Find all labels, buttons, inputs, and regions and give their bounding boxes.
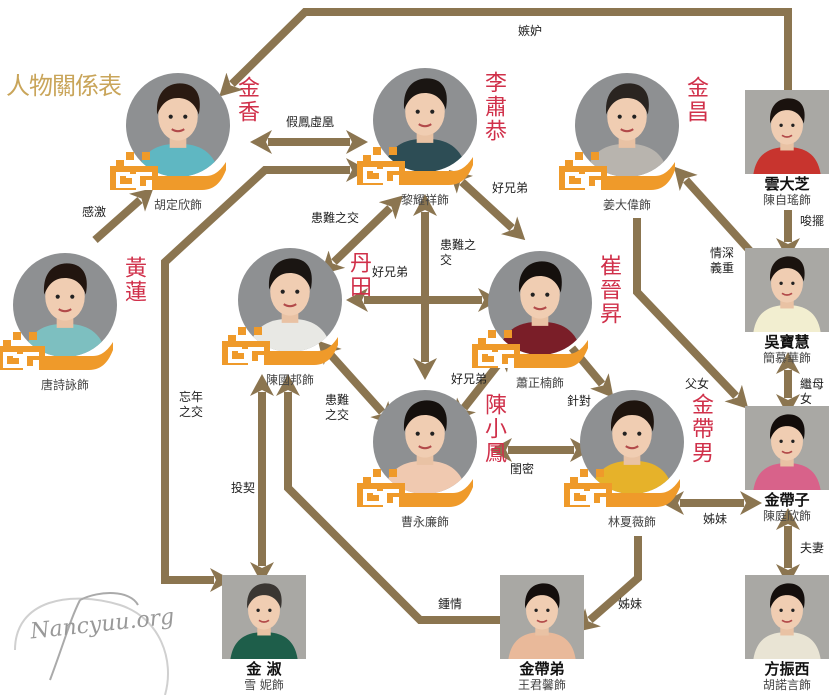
portrait-square — [745, 406, 829, 490]
fret-pattern-base — [472, 330, 588, 368]
portrait-photo — [753, 414, 821, 490]
portrait-photo — [753, 98, 821, 174]
character-name: 金香 — [234, 76, 259, 124]
actor-name: 唐詩詠飾 — [40, 378, 89, 392]
fret-pattern-base — [559, 152, 675, 190]
fret-pattern-base — [564, 469, 680, 507]
character-name: 方振西 — [764, 660, 810, 678]
portrait-photo — [508, 583, 576, 659]
character-cui-jinsheng: 崔晉昇蕭正楠飾 — [470, 228, 621, 393]
actor-name: 黎耀祥飾 — [400, 193, 449, 207]
portrait-square — [745, 90, 829, 174]
arrow-li-cui — [448, 169, 526, 241]
arrow-gratitude — [92, 188, 154, 243]
relation-label-stepmother: 繼母女 — [800, 377, 825, 406]
actor-name: 陳自瑤飾 — [762, 193, 811, 207]
fret-pattern-base — [0, 332, 113, 370]
character-yun-dazhi: 雲大芝陳自瑤飾 — [745, 90, 829, 207]
relation-label-li-cui: 好兄弟 — [492, 181, 529, 195]
arrow-father-daughter — [633, 218, 749, 410]
portrait-photo — [753, 583, 821, 659]
portrait-square — [222, 575, 306, 659]
character-name: 崔晉昇 — [596, 254, 621, 326]
relation-label-father-daughter: 父女 — [685, 377, 710, 391]
portrait-square — [745, 248, 829, 332]
character-name: 金昌 — [683, 76, 708, 124]
relation-label-instigate: 唆擺 — [800, 214, 825, 228]
relation-label-li-chen: 患難之 交 — [440, 238, 477, 267]
portrait-square — [745, 575, 829, 659]
fret-pattern-base — [222, 327, 338, 365]
character-chen-xiaofeng: 陳小鳳曹永廉飾 — [355, 367, 506, 532]
arrow-dan-chen — [317, 340, 395, 426]
chart-title: 人物關係表 — [6, 72, 122, 100]
actor-name: 姜大偉飾 — [602, 198, 651, 212]
character-name: 金帶弟 — [519, 660, 565, 678]
watermark-logo — [14, 592, 169, 695]
relation-label-fake-couple: 假鳳虛凰 — [286, 115, 335, 129]
arrow-sisters-2 — [576, 536, 642, 632]
relation-label-sisters-2: 姊妹 — [618, 597, 643, 611]
relation-label-deep-affection: 情深 義重 — [710, 246, 735, 275]
fret-pattern-base — [110, 152, 226, 190]
actor-name: 蕭正楠飾 — [515, 376, 564, 390]
actor-name: 雪 妮飾 — [244, 678, 284, 692]
character-name: 吳寶慧 — [764, 333, 810, 351]
actor-name: 胡諾言飾 — [762, 678, 811, 692]
relation-label-infatuation: 鍾情 — [438, 597, 463, 611]
character-fang-zhenxi: 方振西胡諾言飾 — [745, 575, 829, 692]
character-jin-daidi: 金帶弟王君馨飾 — [500, 575, 584, 692]
actor-name: 陳國邦飾 — [265, 373, 314, 387]
actor-name: 王君馨飾 — [517, 678, 566, 692]
portrait-photo — [753, 256, 821, 332]
actor-name: 陳庭欣飾 — [762, 509, 811, 523]
arrow-age-gap — [161, 158, 368, 592]
character-name: 丹田 — [346, 251, 371, 299]
relation-label-gratitude: 感激 — [82, 205, 107, 219]
fret-pattern-base — [357, 147, 473, 185]
relation-label-rivalry: 針對 — [567, 394, 592, 408]
character-jin-xiang: 金香胡定欣飾 — [108, 50, 259, 215]
character-jin-shu: 金 淑雪 妮飾 — [222, 575, 306, 692]
relation-label-husband-wife: 夫妻 — [800, 541, 825, 555]
actor-name: 胡定欣飾 — [153, 198, 202, 212]
portrait-circle — [373, 390, 477, 494]
actor-name: 曹永廉飾 — [400, 515, 449, 529]
relation-label-li-dan: 患難之交 — [311, 211, 360, 225]
relation-label-best-friends: 閨密 — [510, 462, 535, 476]
character-name: 陳小鳳 — [481, 393, 506, 465]
fret-pattern-base — [357, 469, 473, 507]
actor-name: 林夏薇飾 — [607, 515, 656, 529]
character-name: 雲大芝 — [764, 175, 810, 193]
relation-label-jealousy: 嫉妒 — [518, 24, 543, 38]
arrow-cui-chen — [452, 347, 512, 423]
character-name: 李肅恭 — [481, 71, 506, 143]
character-jin-dainan: 金帶男林夏薇飾 — [562, 367, 713, 532]
character-name: 金帶子 — [764, 491, 810, 509]
relation-label-dan-cui: 好兄弟 — [372, 265, 409, 279]
character-jin-daizi: 金帶子陳庭欣飾 — [745, 406, 829, 523]
relation-label-sisters-1: 姊妹 — [703, 512, 728, 526]
arrow-jealousy — [219, 8, 792, 97]
character-name: 金 淑 — [246, 660, 282, 678]
character-name: 黃蓮 — [121, 256, 146, 304]
character-li-suxiong: 李肅恭黎耀祥飾 — [355, 45, 506, 210]
portrait-photo — [230, 583, 298, 659]
relation-label-age-gap: 忘年 之交 — [179, 390, 204, 419]
arrow-li-dan — [321, 195, 403, 275]
relation-label-dan-chen: 患難 之交 — [325, 393, 350, 422]
relation-label-cui-chen: 好兄弟 — [451, 372, 488, 386]
portrait-square — [500, 575, 584, 659]
arrow-infatuation — [276, 374, 500, 624]
character-dan-tian: 丹田陳國邦飾 — [220, 225, 371, 390]
character-jin-chang: 金昌姜大偉飾 — [557, 50, 708, 215]
actor-name: 簡慕華飾 — [762, 351, 811, 365]
relation-label-compatible: 投契 — [231, 481, 256, 495]
character-name: 金帶男 — [688, 393, 713, 465]
character-wu-baohui: 吳寶慧簡慕華飾 — [745, 248, 829, 365]
character-huang-lian: 黃蓮唐詩詠飾 — [0, 230, 146, 395]
